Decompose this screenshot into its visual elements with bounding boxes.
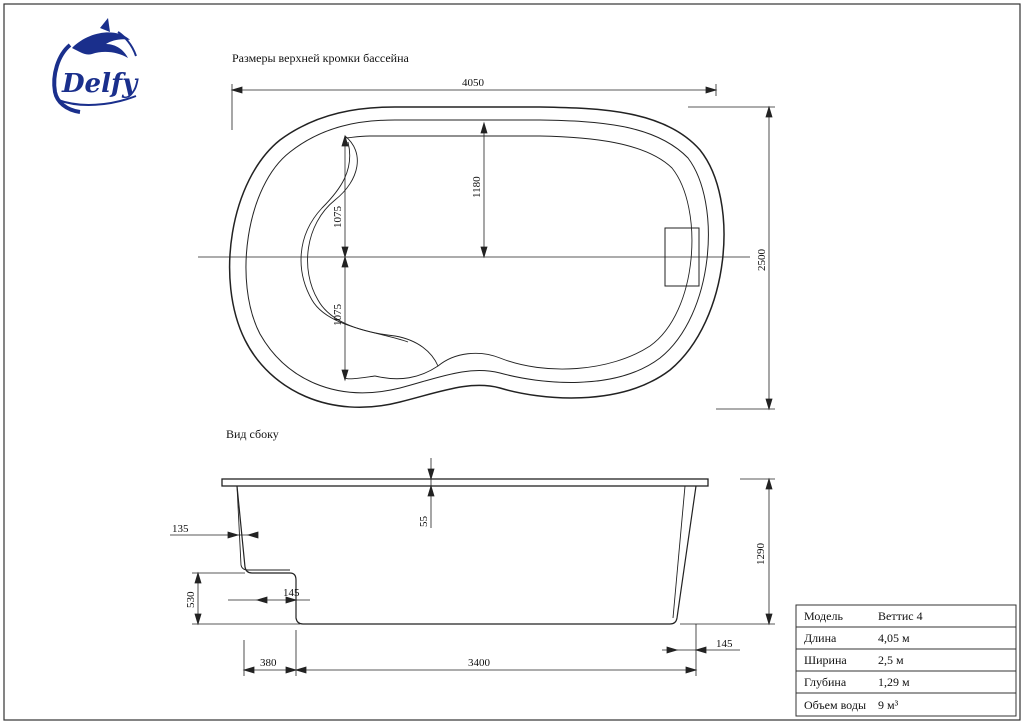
dim-step-height-label: 530 bbox=[185, 591, 197, 608]
dim-depth-label: 1290 bbox=[755, 543, 767, 566]
dim-top-offset-label: 135 bbox=[172, 523, 189, 535]
pool-plan-outline bbox=[228, 106, 725, 408]
dim-rim-label: 55 bbox=[418, 516, 430, 528]
dim-width-label: 2500 bbox=[756, 249, 768, 272]
logo-text: Delfy bbox=[61, 69, 139, 99]
dim-step-upper-label: 1075 bbox=[332, 206, 344, 229]
dim-length-label: 4050 bbox=[462, 77, 485, 89]
pool-side-profile bbox=[221, 478, 709, 625]
sheet-frame bbox=[3, 3, 1021, 721]
plan-view-title: Размеры верхней кромки бассейна bbox=[232, 51, 409, 65]
delfy-logo: Delfy bbox=[52, 18, 139, 114]
spec-table-rows: Модель Веттис 4 Длина 4,05 м Ширина 2,5 … bbox=[804, 609, 923, 712]
dim-step-lower-label: 1075 bbox=[332, 304, 344, 327]
spec-label-model: Модель bbox=[804, 609, 843, 623]
plan-dimension-lines bbox=[198, 84, 775, 411]
spec-label-width: Ширина bbox=[804, 653, 847, 667]
dim-floor-length-label: 3400 bbox=[468, 657, 491, 669]
logo-swoosh bbox=[57, 95, 137, 106]
spec-value-depth: 1,29 м bbox=[878, 675, 910, 689]
spec-label-depth: Глубина bbox=[804, 675, 847, 689]
spec-label-length: Длина bbox=[804, 631, 837, 645]
spec-value-model: Веттис 4 bbox=[878, 609, 923, 623]
spec-value-volume: 9 м³ bbox=[878, 698, 899, 712]
dim-step-inset-label: 145 bbox=[283, 587, 300, 599]
spec-label-volume: Объем воды bbox=[804, 698, 866, 712]
side-dimension-lines bbox=[170, 458, 775, 676]
dim-bottom-offset-label: 145 bbox=[716, 638, 733, 650]
dim-step-length-label: 380 bbox=[260, 657, 277, 669]
dim-half-depth-label: 1180 bbox=[471, 176, 483, 198]
dolphin-logo-icon bbox=[52, 18, 137, 114]
spec-value-width: 2,5 м bbox=[878, 653, 904, 667]
side-view-title: Вид сбоку bbox=[226, 427, 279, 441]
spec-table bbox=[795, 604, 1017, 717]
spec-value-length: 4,05 м bbox=[878, 631, 910, 645]
